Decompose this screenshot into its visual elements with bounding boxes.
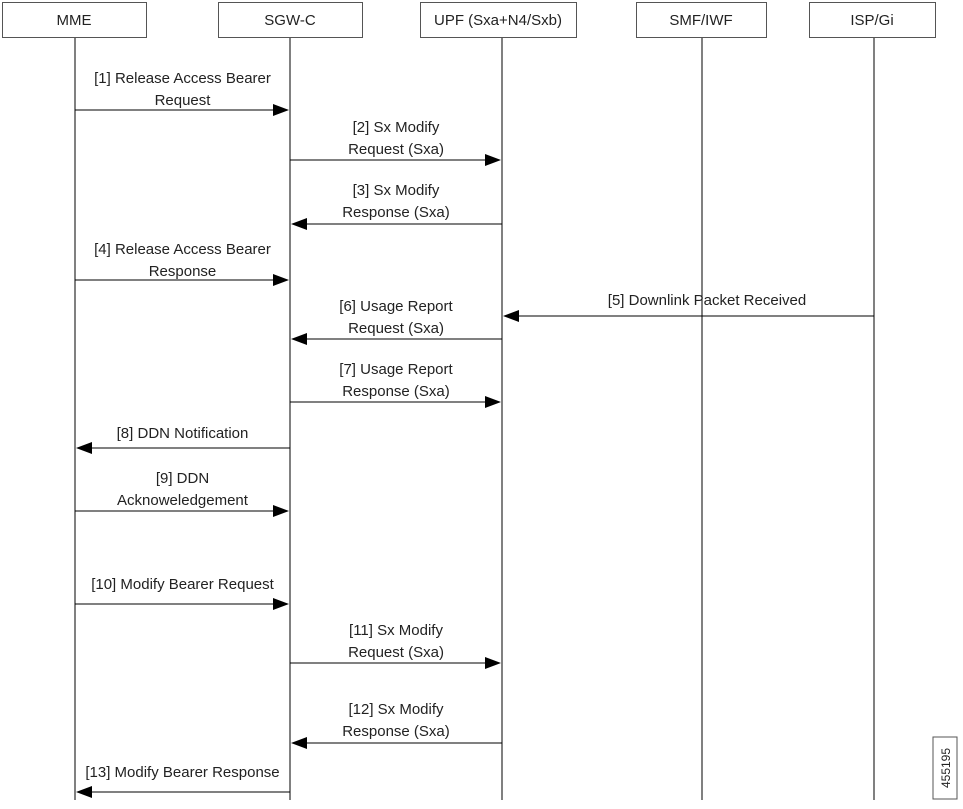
arrowhead-icon bbox=[291, 333, 307, 345]
participant-boxes: MME SGW-C UPF (Sxa+N4/Sxb) SMF/IWF ISP/Gi bbox=[2, 2, 936, 38]
arrowhead-icon bbox=[273, 505, 289, 517]
message-label: [8] DDN Notification bbox=[117, 425, 249, 442]
arrowhead-icon bbox=[76, 786, 92, 798]
lifelines bbox=[74, 37, 875, 800]
participant-box-upf bbox=[420, 2, 577, 38]
message-label: [2] Sx Modify bbox=[353, 119, 440, 136]
participant-box-smf bbox=[636, 2, 767, 38]
participant-label-isp: ISP/Gi bbox=[850, 12, 893, 29]
message-label: [10] Modify Bearer Request bbox=[91, 576, 274, 593]
participant-label-mme: MME bbox=[57, 12, 92, 29]
arrowhead-icon bbox=[291, 218, 307, 230]
arrowhead-icon bbox=[273, 274, 289, 286]
message-label: [4] Release Access Bearer bbox=[94, 241, 271, 258]
message-label: Request bbox=[155, 92, 212, 109]
participant-label-sgwc: SGW-C bbox=[264, 12, 316, 29]
message-label: [13] Modify Bearer Response bbox=[85, 764, 279, 781]
message-13: [13] Modify Bearer Response bbox=[76, 764, 290, 798]
message-label: [5] Downlink Packet Received bbox=[608, 292, 806, 309]
arrowhead-icon bbox=[485, 396, 501, 408]
participant-box-isp bbox=[809, 2, 936, 38]
message-8: [8] DDN Notification bbox=[76, 425, 290, 454]
arrowhead-icon bbox=[291, 737, 307, 749]
message-label: Request (Sxa) bbox=[348, 644, 444, 661]
message-label: Request (Sxa) bbox=[348, 320, 444, 337]
message-label: [7] Usage Report bbox=[339, 361, 453, 378]
participant-box-mme bbox=[2, 2, 147, 38]
participant-box-sgwc bbox=[218, 2, 363, 38]
message-label: [9] DDN bbox=[156, 470, 209, 487]
message-label: Acknoweledgement bbox=[117, 492, 249, 509]
message-label: Response (Sxa) bbox=[342, 723, 450, 740]
message-5: [5] Downlink Packet Received bbox=[503, 292, 874, 322]
arrowhead-icon bbox=[76, 442, 92, 454]
arrowhead-icon bbox=[485, 657, 501, 669]
participant-label-smf: SMF/IWF bbox=[669, 12, 732, 29]
figure-id-text: 455195 bbox=[939, 748, 953, 788]
participant-label-upf: UPF (Sxa+N4/Sxb) bbox=[434, 12, 562, 29]
message-10: [10] Modify Bearer Request bbox=[75, 576, 289, 610]
arrowhead-icon bbox=[273, 598, 289, 610]
message-label: [12] Sx Modify bbox=[348, 701, 444, 718]
message-label: Request (Sxa) bbox=[348, 141, 444, 158]
message-9: [9] DDN Acknoweledgement bbox=[75, 470, 289, 517]
arrowhead-icon bbox=[485, 154, 501, 166]
message-label: Response (Sxa) bbox=[342, 383, 450, 400]
figure-id: 455195 bbox=[932, 736, 958, 800]
arrowhead-icon bbox=[273, 104, 289, 116]
message-label: Response (Sxa) bbox=[342, 204, 450, 221]
message-label: [11] Sx Modify bbox=[349, 622, 443, 639]
figure-id-box bbox=[932, 736, 958, 800]
message-label: [1] Release Access Bearer bbox=[94, 70, 271, 87]
arrowhead-icon bbox=[503, 310, 519, 322]
message-label: [3] Sx Modify bbox=[353, 182, 440, 199]
message-label: Response bbox=[149, 263, 217, 280]
message-label: [6] Usage Report bbox=[339, 298, 453, 315]
